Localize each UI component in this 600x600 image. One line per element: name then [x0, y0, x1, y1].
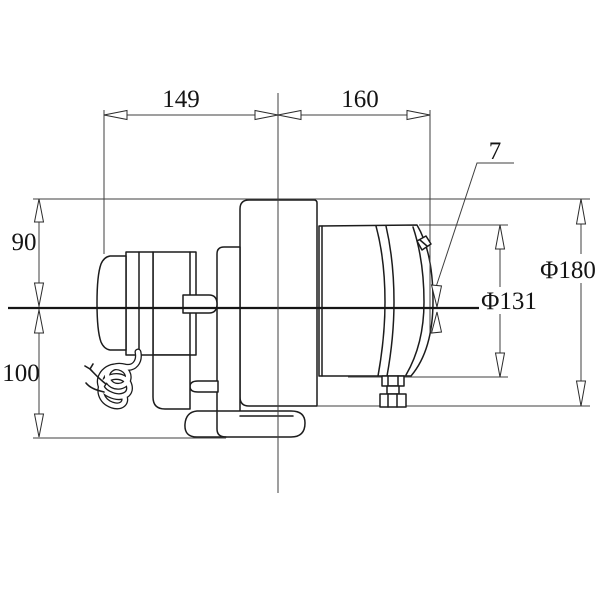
pump-end-cap — [96, 255, 127, 351]
bracket-step-arm — [189, 380, 219, 393]
wire-end-1 — [84, 363, 107, 385]
dimension-arrows — [33, 109, 587, 438]
dimension-lines — [8, 93, 590, 493]
dimension-labels: 149 160 90 100 Φ180 Φ131 7 — [2, 86, 599, 387]
arrow-100-top — [33, 309, 45, 334]
dim-label-90: 90 — [12, 229, 37, 256]
power-cable-coil — [84, 348, 142, 410]
arrow-dia131-bottom — [494, 352, 506, 378]
arrow-149-right — [254, 109, 279, 121]
arrow-100-bottom — [33, 413, 45, 438]
pump-lower-block — [152, 354, 191, 410]
dim-label-149: 149 — [162, 86, 200, 113]
mounting-foot — [184, 410, 306, 438]
bracket-plate-corner — [216, 411, 227, 438]
arrow-90-bottom — [33, 282, 45, 307]
drain-nut — [379, 375, 407, 408]
dim-label-dia131: Φ131 — [481, 288, 537, 315]
dim-label-dia180: Φ180 — [540, 257, 596, 284]
arrow-160-left — [277, 109, 302, 121]
wire-end-2 — [85, 382, 105, 393]
callout-label-7: 7 — [489, 138, 502, 165]
dia131-label-backing — [479, 287, 540, 314]
arrow-callout-7-upper — [430, 284, 443, 308]
arrow-160-right — [406, 109, 431, 121]
arrow-149-left — [103, 109, 128, 121]
small-fittings — [379, 235, 432, 408]
center-boss-tab — [182, 294, 218, 314]
arrow-callout-7-lower — [430, 311, 443, 334]
motor-band-seam-2 — [385, 225, 395, 377]
bracket-plate — [216, 246, 241, 419]
dia180-label-backing — [537, 254, 599, 283]
terminal-bolt-line — [419, 239, 428, 247]
dim-label-160: 160 — [341, 86, 379, 113]
motor-band-seam-1 — [375, 225, 386, 377]
arrow-dia180-bottom — [575, 380, 587, 407]
leader-line-7 — [434, 162, 514, 291]
device-outline — [84, 199, 434, 438]
arrow-dia180-top — [575, 198, 587, 225]
motor-endcap-seam — [405, 226, 425, 376]
dim-label-100: 100 — [2, 360, 40, 387]
arrow-90-top — [33, 198, 45, 223]
arrow-dia131-top — [494, 224, 506, 250]
